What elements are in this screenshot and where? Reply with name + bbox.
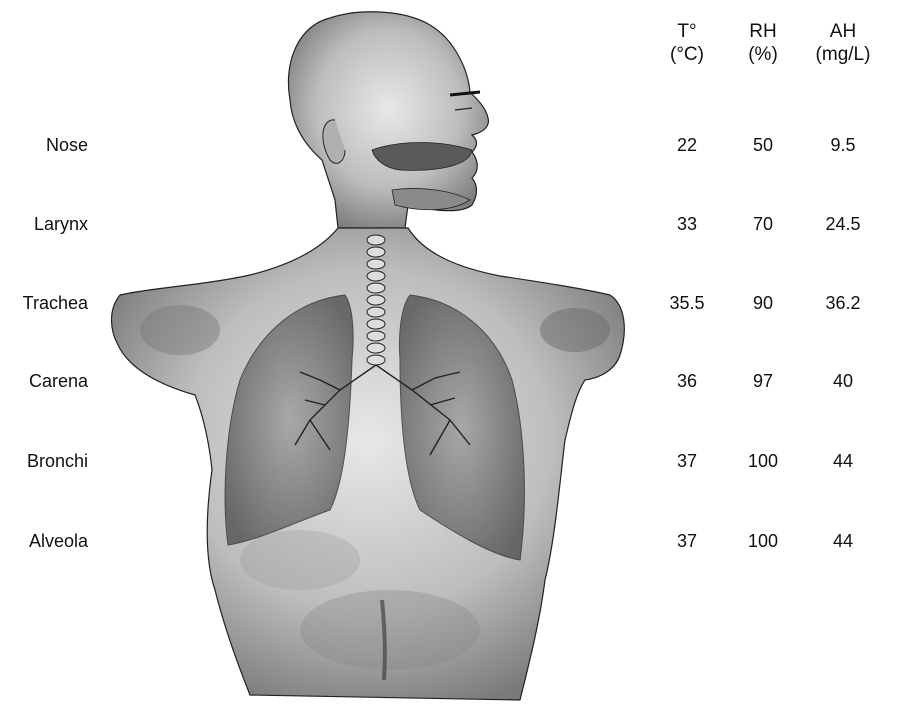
ah-value: 36.2 bbox=[798, 292, 888, 314]
ah-value: 44 bbox=[798, 530, 888, 552]
header-relative-humidity: RH (%) bbox=[718, 20, 808, 66]
site-label: Nose bbox=[0, 134, 88, 156]
header-rh-unit: (%) bbox=[718, 43, 808, 66]
rh-value: 70 bbox=[718, 213, 808, 235]
site-label: Carena bbox=[0, 370, 88, 392]
torso-airway-illustration bbox=[100, 0, 640, 714]
ah-value: 24.5 bbox=[798, 213, 888, 235]
rh-value: 90 bbox=[718, 292, 808, 314]
rh-value: 50 bbox=[718, 134, 808, 156]
header-ah-label: AH bbox=[798, 20, 888, 43]
site-label: Alveola bbox=[0, 530, 88, 552]
header-rh-label: RH bbox=[718, 20, 808, 43]
trachea bbox=[367, 235, 385, 365]
rh-value: 100 bbox=[718, 530, 808, 552]
ah-value: 40 bbox=[798, 370, 888, 392]
ah-value: 44 bbox=[798, 450, 888, 472]
site-label: Trachea bbox=[0, 292, 88, 314]
rh-value: 100 bbox=[718, 450, 808, 472]
header-absolute-humidity: AH (mg/L) bbox=[798, 20, 888, 66]
header-ah-unit: (mg/L) bbox=[798, 43, 888, 66]
ah-value: 9.5 bbox=[798, 134, 888, 156]
site-label: Larynx bbox=[0, 213, 88, 235]
site-label: Bronchi bbox=[0, 450, 88, 472]
rh-value: 97 bbox=[718, 370, 808, 392]
